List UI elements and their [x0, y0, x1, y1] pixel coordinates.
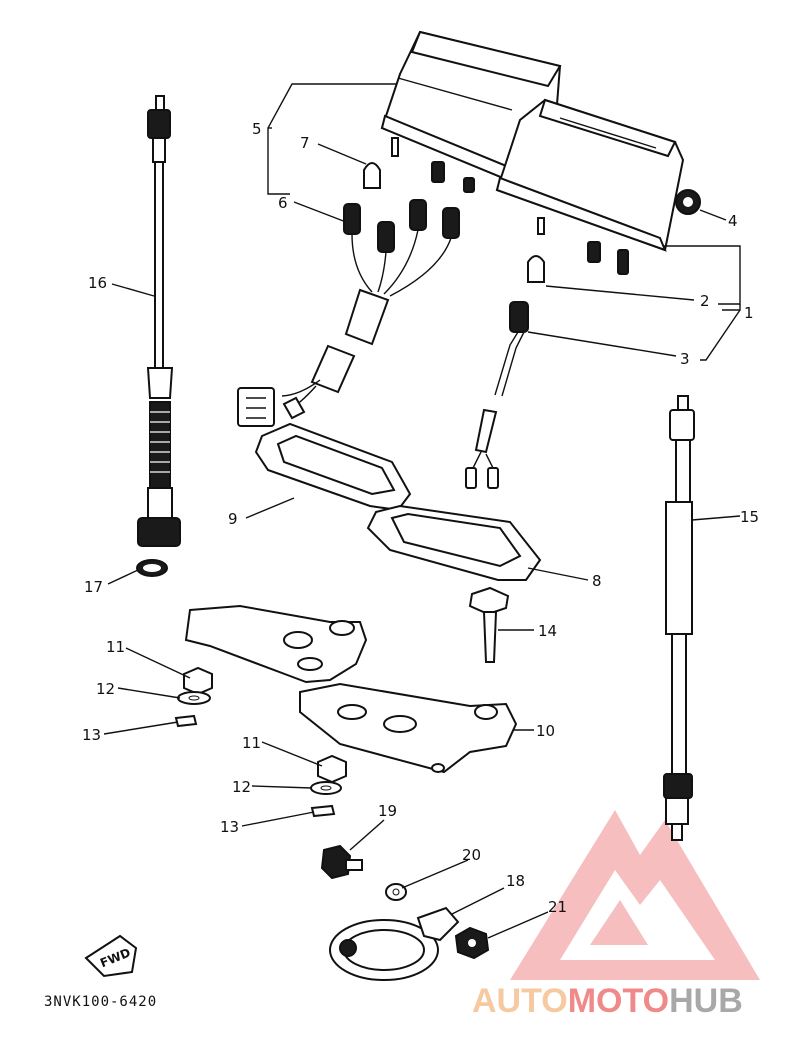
diagram-code: 3NVK100-6420: [44, 994, 157, 1010]
callout-10: 10: [536, 722, 555, 740]
callout-15: 15: [740, 508, 759, 526]
callout-13-upper: 13: [82, 726, 101, 744]
bulb-socket-harness: [237, 199, 460, 427]
callout-16: 16: [88, 274, 107, 292]
callout-13-lower: 13: [220, 818, 239, 836]
callout-11-lower: 11: [242, 734, 261, 752]
callout-12-lower: 12: [232, 778, 251, 796]
callout-2: 2: [700, 292, 710, 310]
callout-20: 20: [462, 846, 481, 864]
speedometer-cable: [663, 395, 695, 841]
callout-17: 17: [84, 578, 103, 596]
mounting-bolt: [468, 586, 510, 663]
cable-clamp: [329, 906, 460, 981]
callout-1: 1: [744, 304, 754, 322]
callout-21: 21: [548, 898, 567, 916]
watermark-word-hub: HUB: [669, 982, 743, 1020]
clamp-washer: [385, 883, 407, 901]
leader-lines: [103, 83, 741, 939]
reset-knob: [675, 189, 701, 215]
watermark-logo: [510, 810, 760, 980]
tachometer-cable: [137, 95, 181, 547]
callout-5: 5: [252, 120, 262, 138]
callout-8: 8: [592, 572, 602, 590]
callout-6: 6: [278, 194, 288, 212]
callout-14: 14: [538, 622, 557, 640]
o-ring-hole: [143, 564, 161, 572]
callout-18: 18: [506, 872, 525, 890]
damper-set-lower: [310, 754, 347, 818]
callout-4: 4: [728, 212, 738, 230]
watermark-word-moto: MOTO: [568, 982, 669, 1020]
meter-bracket: [184, 604, 518, 774]
meter-gasket-right: [366, 504, 542, 581]
tachometer-assembly: [495, 98, 685, 275]
meter-bulb-right: [527, 255, 545, 283]
callout-9: 9: [228, 510, 238, 528]
meter-bulb-left: [363, 162, 381, 189]
callout-7: 7: [300, 134, 310, 152]
callout-3: 3: [680, 350, 690, 368]
callout-19: 19: [378, 802, 397, 820]
watermark-word-auto: AUTO: [472, 982, 568, 1020]
watermark-text: AUTOMOTOHUB: [472, 982, 743, 1020]
callout-11-upper: 11: [106, 638, 125, 656]
callout-labels: 1 2 3 4 5 6 7 8 9 10 11 12 13 11 12 13 1…: [82, 120, 759, 916]
damper-set-upper: [174, 666, 213, 728]
callout-12-upper: 12: [96, 680, 115, 698]
meter-gasket-left: [254, 422, 412, 512]
tachometer-socket: [465, 301, 529, 489]
clamp-nut: [454, 926, 490, 960]
forward-direction-arrow: FWD: [84, 934, 138, 978]
clamp-screw: [320, 844, 363, 880]
